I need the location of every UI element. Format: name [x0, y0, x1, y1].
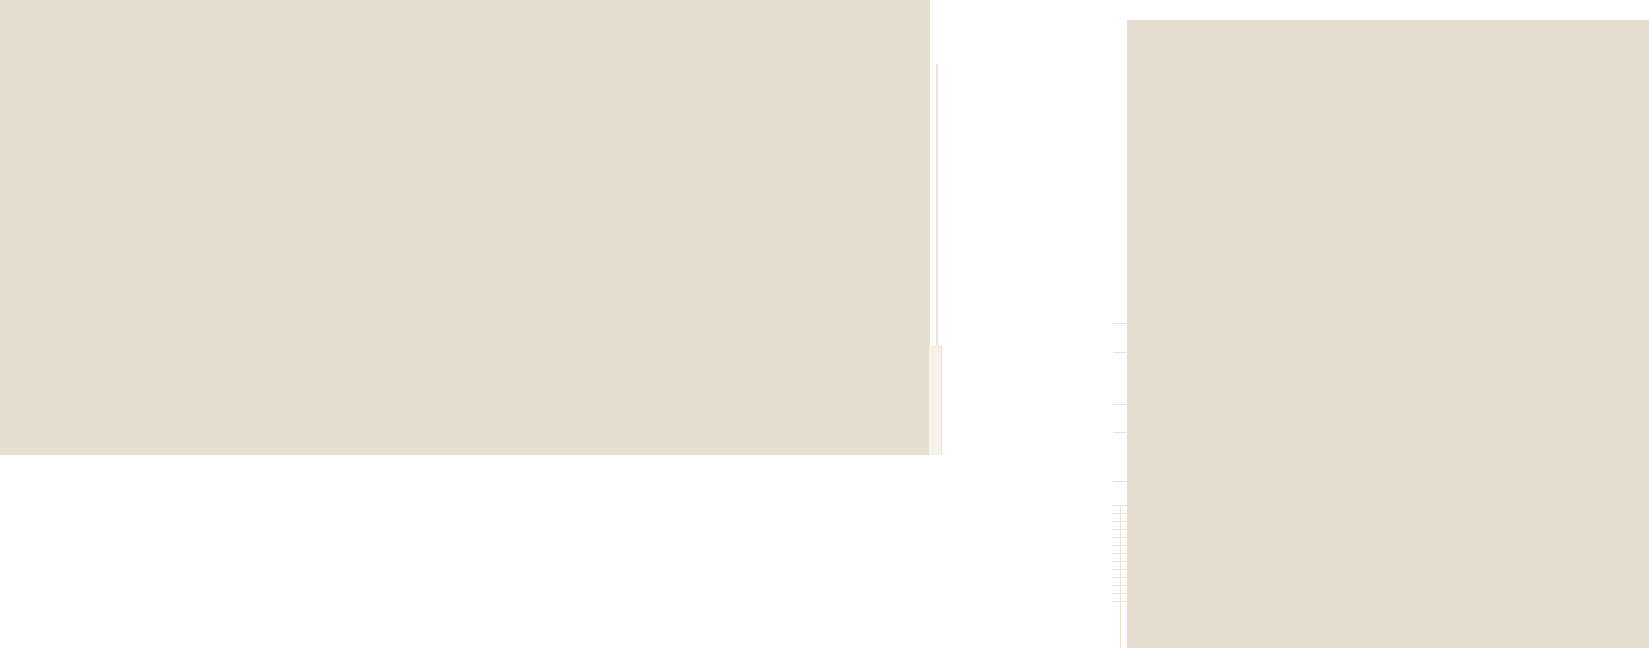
right-content-block	[1127, 20, 1649, 648]
left-content-block	[0, 0, 930, 455]
faint-tick-line	[1113, 404, 1128, 405]
faint-edge-line	[936, 64, 938, 354]
faint-tick-line	[1113, 481, 1128, 482]
faint-tick-line	[1113, 432, 1128, 433]
faint-tick-line	[1113, 323, 1128, 324]
faint-edge-strip	[929, 345, 942, 455]
faint-tick-line	[1113, 352, 1128, 353]
faint-ladder-vertical-line	[1120, 505, 1121, 648]
